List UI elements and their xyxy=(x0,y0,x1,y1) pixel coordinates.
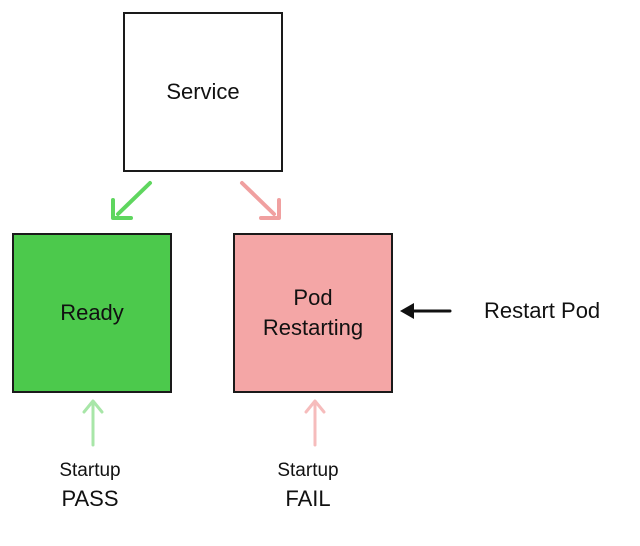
startup-fail-arrow xyxy=(304,399,326,447)
startup-fail-word: Startup xyxy=(277,460,339,481)
startup-fail-status: FAIL xyxy=(285,486,331,511)
ready-label: Ready xyxy=(60,300,124,325)
pod-restarting-node: Pod Restarting xyxy=(233,233,393,393)
service-to-ready-arrow xyxy=(111,181,152,220)
service-label: Service xyxy=(166,79,240,104)
startup-pass-status: PASS xyxy=(61,486,119,511)
service-node: Service xyxy=(123,12,283,172)
pod-label-line1: Pod xyxy=(293,285,333,310)
ready-node: Ready xyxy=(12,233,172,393)
startup-fail-label: Startup FAIL xyxy=(258,458,358,514)
pod-label-group: Pod Restarting xyxy=(263,283,363,343)
restart-pod-arrow xyxy=(400,303,452,319)
startup-pass-word: Startup xyxy=(59,460,121,481)
startup-pass-label: Startup PASS xyxy=(40,458,140,514)
pod-label-line2: Restarting xyxy=(262,315,364,340)
restart-pod-label: Restart Pod xyxy=(484,298,601,323)
startup-pass-arrow xyxy=(82,399,104,447)
service-to-pod-arrow xyxy=(240,181,281,220)
